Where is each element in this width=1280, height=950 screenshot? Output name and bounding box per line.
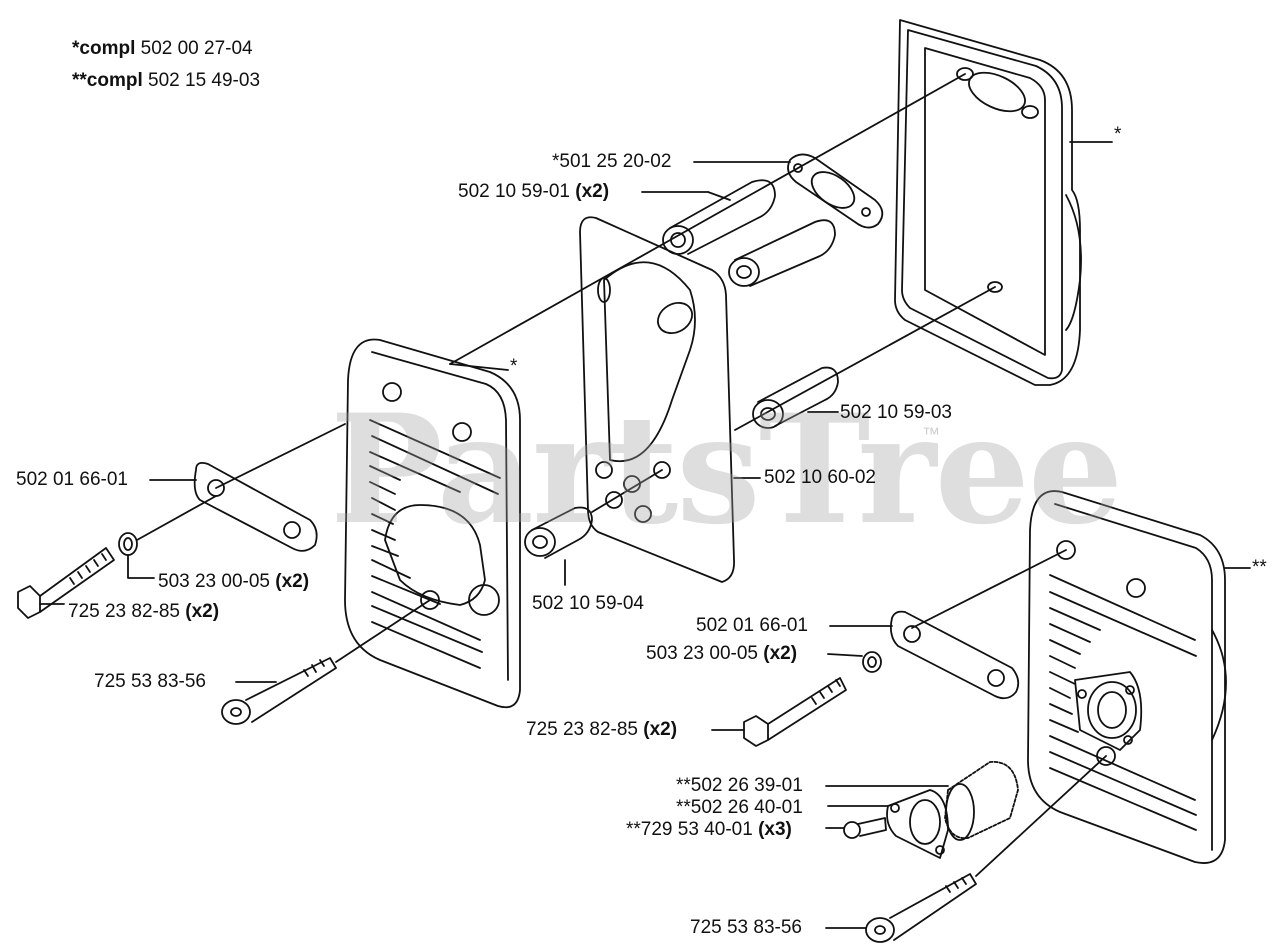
- callout-washer-right[interactable]: 503 23 00-05 (x2): [646, 643, 798, 664]
- left-shield-part: [344, 338, 521, 709]
- left-plate-part: [149, 423, 346, 552]
- legend-prefix: *compl: [72, 38, 136, 59]
- callout-shield-star[interactable]: *: [510, 356, 518, 377]
- left-washer-part: [118, 495, 217, 579]
- trademark-mark: ™: [922, 424, 940, 444]
- legend-line-2: **compl 502 15 49-03: [72, 70, 260, 92]
- callout-gasket-right[interactable]: **502 26 40-01: [676, 797, 803, 818]
- legend-number: 502 15 49-03: [148, 70, 261, 91]
- spacer-04-part: [524, 469, 663, 586]
- callout-bolt-right[interactable]: 725 23 82-85 (x2): [526, 719, 678, 740]
- callout-screen[interactable]: **502 26 39-01: [676, 775, 803, 796]
- watermark: PartsTree: [330, 382, 1123, 558]
- small-screw-part: [825, 817, 887, 839]
- legend-prefix: **compl: [72, 70, 143, 91]
- top-cover-part: [894, 19, 1113, 386]
- callout-spacer-x2[interactable]: 502 10 59-01 (x2): [458, 181, 610, 202]
- callout-spacer-04[interactable]: 502 10 59-04: [532, 593, 644, 614]
- legend-line-1: *compl 502 00 27-04: [72, 38, 253, 60]
- legend-number: 502 00 27-04: [140, 38, 253, 59]
- callout-plate-right[interactable]: 502 01 66-01: [696, 615, 808, 636]
- callout-bolt-left[interactable]: 725 23 82-85 (x2): [68, 601, 220, 622]
- callout-screw-left[interactable]: 725 53 83-56: [94, 671, 206, 692]
- right-muffler-part: [1027, 490, 1251, 864]
- callout-spacer-03[interactable]: 502 10 59-03: [840, 402, 952, 423]
- spacer-03-part: [752, 366, 839, 429]
- spacer-pair-part: [641, 179, 836, 287]
- gasket-part: [693, 153, 884, 229]
- callout-plate-60[interactable]: 502 10 60-02: [764, 467, 876, 488]
- callout-screw-small[interactable]: **729 53 40-01 (x3): [626, 819, 792, 840]
- callout-muffler-right[interactable]: **: [1252, 557, 1267, 578]
- right-bolt-part: [711, 677, 847, 747]
- callout-gasket-top[interactable]: *501 25 20-02: [552, 151, 672, 172]
- callout-washer-left[interactable]: 503 23 00-05 (x2): [158, 571, 310, 592]
- callout-cover-top-star[interactable]: *: [1114, 124, 1122, 145]
- callout-screw-bottom[interactable]: 725 53 83-56: [690, 917, 802, 938]
- callout-plate-left[interactable]: 502 01 66-01: [16, 469, 128, 490]
- screen-gasket-part: [827, 789, 949, 859]
- right-washer-part: [827, 651, 882, 673]
- left-bolt-part: [17, 547, 115, 619]
- right-plate-part: [829, 549, 1067, 700]
- bottom-screw-part: [825, 755, 1107, 943]
- left-screw-part: [221, 599, 431, 725]
